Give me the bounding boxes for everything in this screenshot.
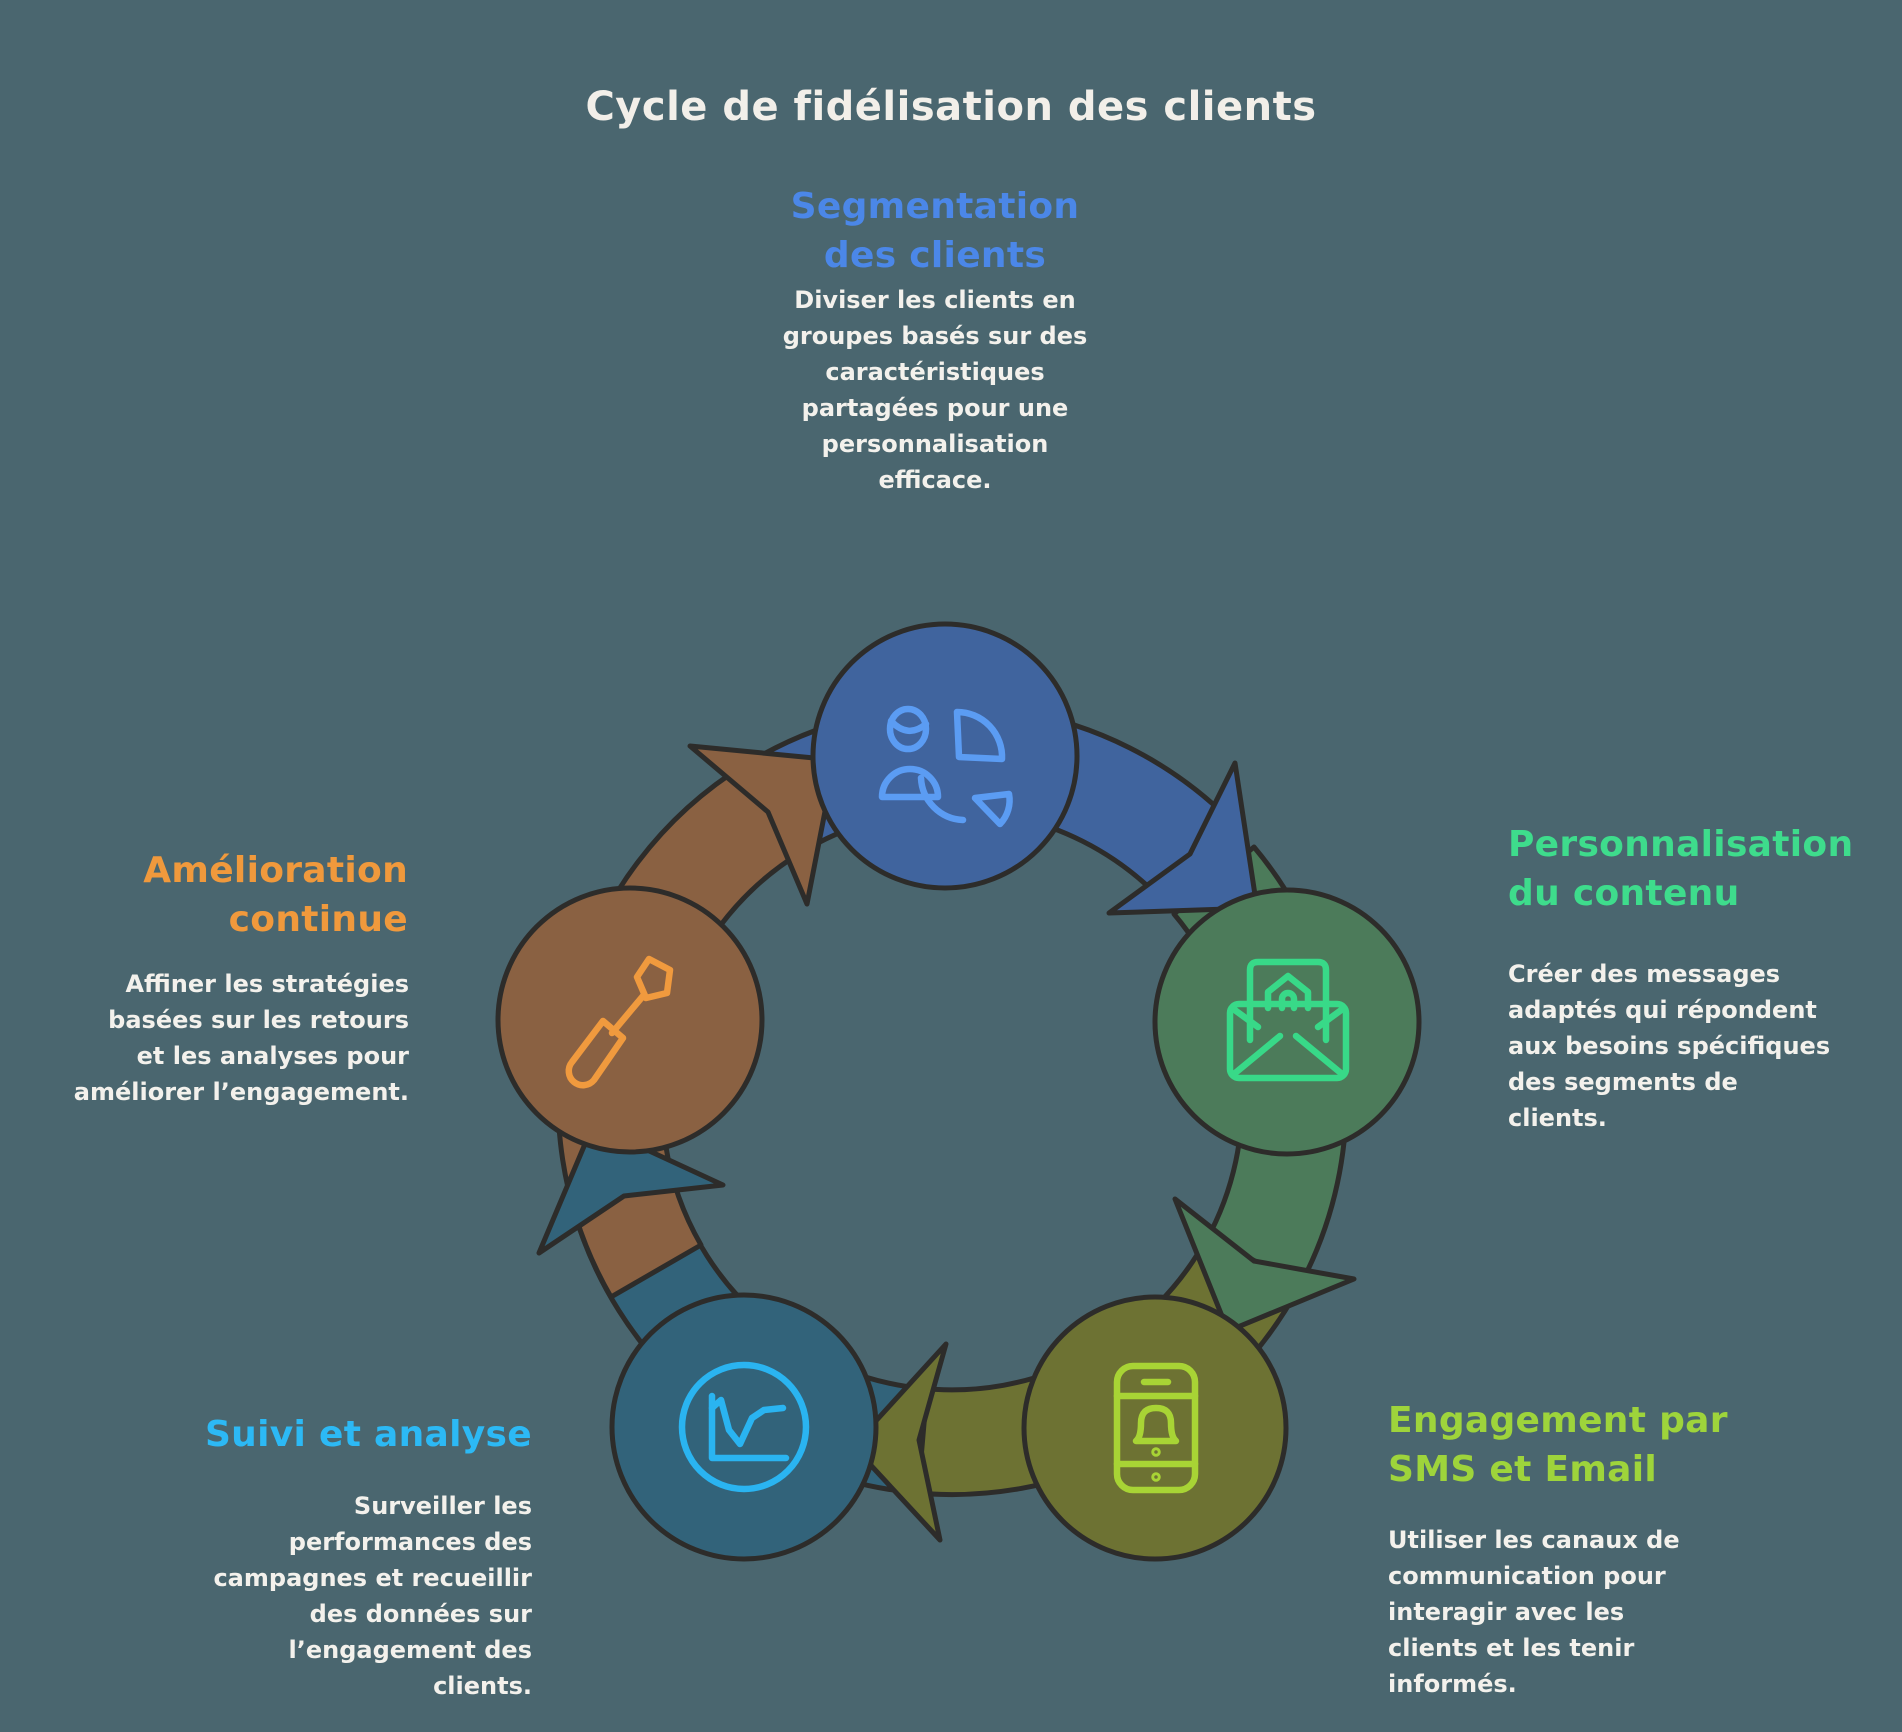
screwdriver-icon [565,955,674,1089]
stage-circle-personnalisation [1152,887,1422,1157]
diagram-title: Cycle de fidélisation des clients [585,84,1317,130]
heading-amelioration: Amélioration continue [143,850,408,940]
arrow-head-suivi [536,1122,726,1256]
heading-personnalisation: Personnalisation du contenu [1508,824,1854,914]
description-amelioration: Affiner les stratégies basées sur les re… [73,970,409,1106]
heading-segmentation: Segmentation des clients [790,186,1080,276]
line-chart-circle-icon [678,1361,810,1493]
arrow-head-amelioration [687,743,838,907]
phone-notification-bell-icon [1113,1362,1199,1494]
heading-engagement: Engagement par SMS et Email [1388,1400,1728,1490]
open-envelope-letter-icon [1226,958,1350,1082]
stage-circle-suivi [609,1292,879,1562]
arrow-head-segmentation [1106,760,1260,916]
stage-circle-amelioration [495,885,765,1155]
user-pie-chart-icon [878,705,1013,828]
description-personnalisation: Créer des messages adaptés qui répondent… [1508,960,1831,1132]
stage-circle-engagement [1021,1294,1289,1562]
cycle-arrow-heads [536,743,1357,1543]
description-segmentation: Diviser les clients en groupes basés sur… [782,286,1088,494]
stage-circle-segmentation [810,621,1080,891]
arrow-head-personnalisation [1172,1196,1357,1334]
heading-suivi: Suivi et analyse [204,1414,532,1455]
stage-circles [495,621,1422,1562]
description-engagement: Utiliser les canaux de communication pou… [1388,1526,1680,1698]
arrow-head-engagement [850,1341,949,1543]
description-suivi: Surveiller les performances des campagne… [213,1492,532,1700]
